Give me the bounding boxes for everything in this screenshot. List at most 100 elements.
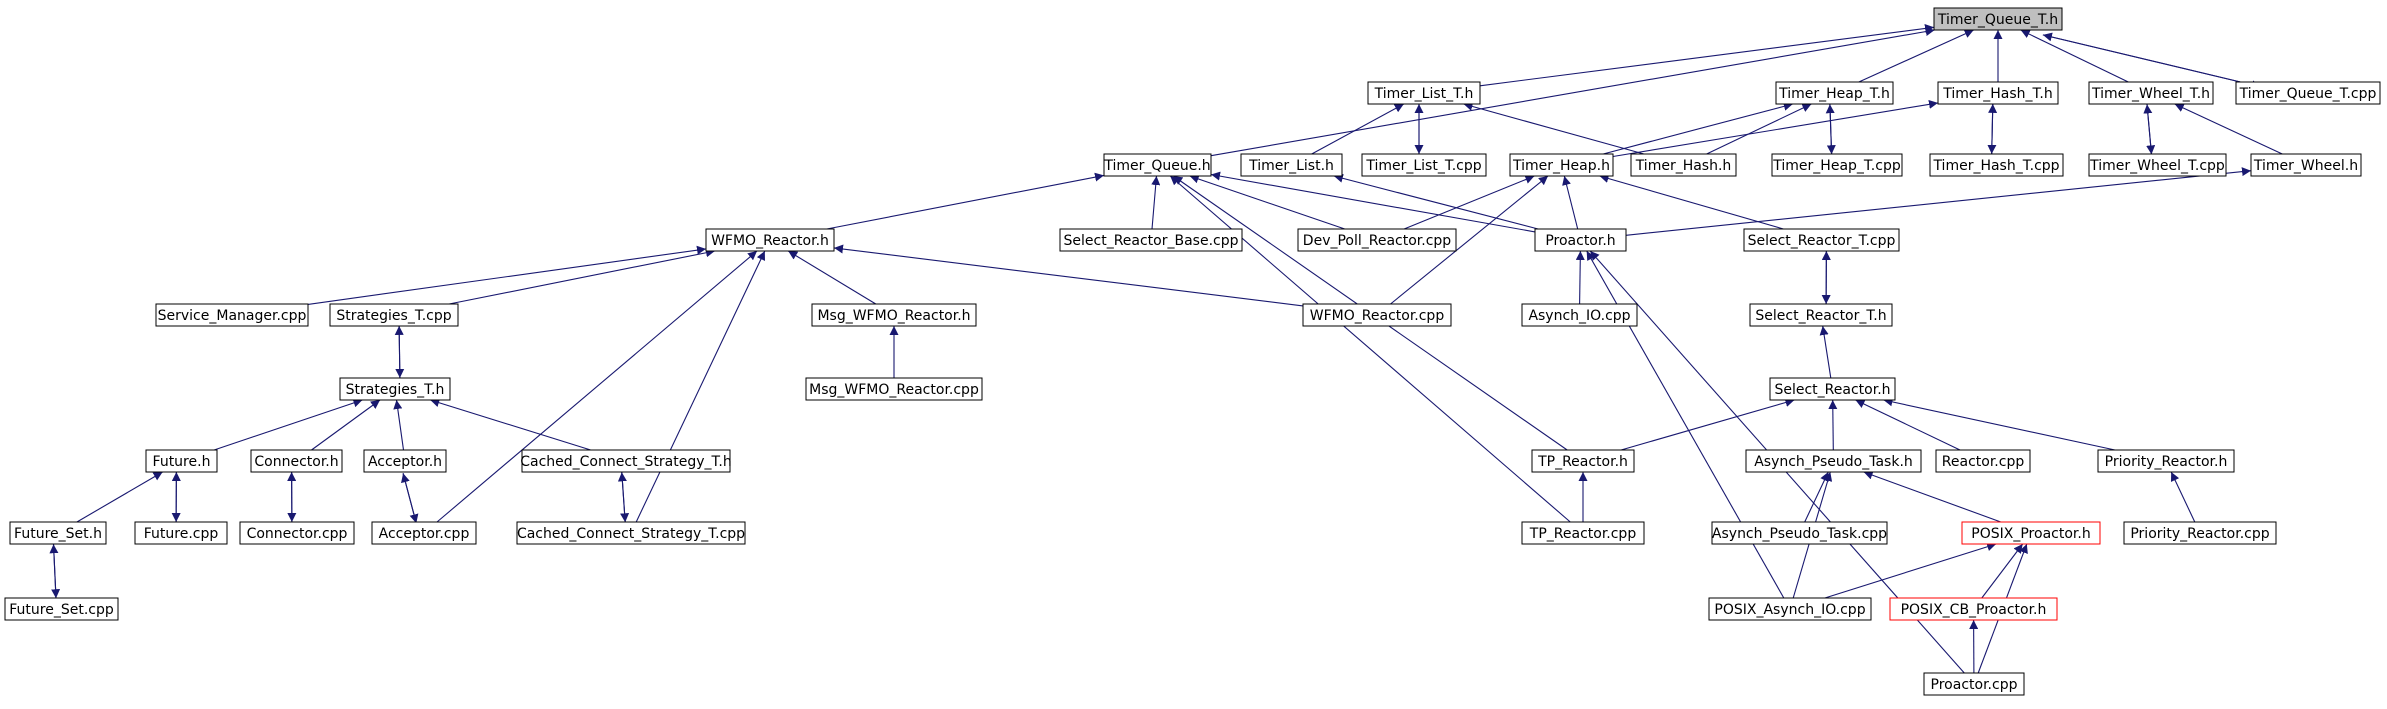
node-timer-queue-h[interactable]: Timer_Queue.h <box>1103 153 1212 177</box>
node-posix-proactor-h[interactable]: POSIX_Proactor.h <box>1961 521 2101 545</box>
node-proactor-cpp[interactable]: Proactor.cpp <box>1923 672 2025 696</box>
node-label: Proactor.cpp <box>1931 677 2018 693</box>
node-label: Msg_WFMO_Reactor.h <box>817 308 970 324</box>
node-cached-connect-strategy-t-cpp[interactable]: Cached_Connect_Strategy_T.cpp <box>516 521 746 545</box>
node-box <box>1367 81 1481 105</box>
node-label: Select_Reactor_T.cpp <box>1748 233 1896 249</box>
node-box <box>1059 228 1243 252</box>
node-label: Timer_List_T.h <box>1374 86 1474 102</box>
node-asynch-pseudo-task-h[interactable]: Asynch_Pseudo_Task.h <box>1745 449 1922 473</box>
node-dev-poll-reactor-cpp[interactable]: Dev_Poll_Reactor.cpp <box>1297 228 1457 252</box>
node-timer-hash-t-h[interactable]: Timer_Hash_T.h <box>1937 81 2059 105</box>
edge-timer_heap_t_h-to-timer_queue_t_h <box>1858 29 1974 83</box>
node-select-reactor-t-h[interactable]: Select_Reactor_T.h <box>1749 303 1893 327</box>
node-future-set-h[interactable]: Future_Set.h <box>9 521 107 545</box>
node-box <box>363 449 447 473</box>
edge-timer_list_h-to-timer_list_t_h <box>1311 103 1405 155</box>
node-box <box>521 449 731 473</box>
node-timer-list-h[interactable]: Timer_List.h <box>1240 153 1343 177</box>
node-label: Future_Set.h <box>14 526 102 542</box>
edge-select_reactor_base_cpp-to-timer_queue_h <box>1151 175 1161 230</box>
node-box <box>1521 521 1645 545</box>
edge-timer_hash_t_h-to-timer_hash_t_cpp <box>1987 103 1997 154</box>
node-posix-cb-proactor-h[interactable]: POSIX_CB_Proactor.h <box>1889 597 2058 621</box>
node-proactor-h[interactable]: Proactor.h <box>1534 228 1627 252</box>
node-reactor-cpp[interactable]: Reactor.cpp <box>1935 449 2031 473</box>
edge-layer <box>49 23 2283 674</box>
node-box <box>1361 153 1487 177</box>
node-label: Asynch_IO.cpp <box>1528 308 1630 324</box>
node-box <box>339 377 451 401</box>
node-timer-list-t-h[interactable]: Timer_List_T.h <box>1367 81 1481 105</box>
node-acceptor-h[interactable]: Acceptor.h <box>363 449 447 473</box>
node-box <box>1711 521 1888 545</box>
edge-cached_connect_strategy_t_h-to-strategies_t_h <box>430 398 591 451</box>
node-box <box>239 521 355 545</box>
node-box <box>516 521 746 545</box>
node-label: POSIX_Proactor.h <box>1971 526 2090 542</box>
edge-service_manager_cpp-to-wfmo_reactor_h <box>307 245 707 305</box>
node-asynch-io-cpp[interactable]: Asynch_IO.cpp <box>1521 303 1638 327</box>
node-box <box>1103 153 1212 177</box>
node-timer-hash-t-cpp[interactable]: Timer_Hash_T.cpp <box>1929 153 2064 177</box>
node-timer-hash-h[interactable]: Timer_Hash.h <box>1630 153 1737 177</box>
node-label: Connector.h <box>254 454 338 470</box>
edge-select_reactor_t_cpp-to-timer_heap_h <box>1599 174 1784 230</box>
node-label: WFMO_Reactor.h <box>711 233 829 249</box>
node-label: Connector.cpp <box>247 526 348 542</box>
node-timer-queue-t-cpp[interactable]: Timer_Queue_T.cpp <box>2235 81 2381 105</box>
node-service-manager-cpp[interactable]: Service_Manager.cpp <box>155 303 309 327</box>
edge-wfmo_reactor_cpp-to-wfmo_reactor_h <box>833 244 1304 307</box>
node-box <box>1889 597 2058 621</box>
node-asynch-pseudo-task-cpp[interactable]: Asynch_Pseudo_Task.cpp <box>1711 521 1888 545</box>
edge-future_set_h-to-future_set_cpp <box>51 544 61 599</box>
edge-reactor_cpp-to-select_reactor_h <box>1855 399 1961 451</box>
node-future-set-cpp[interactable]: Future_Set.cpp <box>4 597 119 621</box>
node-label: Asynch_Pseudo_Task.cpp <box>1712 526 1887 542</box>
node-timer-list-t-cpp[interactable]: Timer_List_T.cpp <box>1361 153 1487 177</box>
node-timer-heap-t-cpp[interactable]: Timer_Heap_T.cpp <box>1771 153 1903 177</box>
node-label: Timer_Wheel.h <box>2253 158 2358 174</box>
node-timer-wheel-t-h[interactable]: Timer_Wheel_T.h <box>2088 81 2214 105</box>
node-connector-h[interactable]: Connector.h <box>250 449 343 473</box>
node-timer-wheel-t-cpp[interactable]: Timer_Wheel_T.cpp <box>2088 153 2227 177</box>
node-box <box>2250 153 2362 177</box>
node-select-reactor-base-cpp[interactable]: Select_Reactor_Base.cpp <box>1059 228 1243 252</box>
edge-acceptor_cpp-to-wfmo_reactor_h <box>436 250 758 523</box>
node-priority-reactor-h[interactable]: Priority_Reactor.h <box>2097 449 2235 473</box>
node-label: POSIX_CB_Proactor.h <box>1901 602 2047 618</box>
node-strategies-t-h[interactable]: Strategies_T.h <box>339 377 451 401</box>
node-label: Timer_Queue_T.cpp <box>2239 86 2377 102</box>
edge-asynch_io_cpp-to-proactor_h <box>1575 250 1585 305</box>
node-tp-reactor-cpp[interactable]: TP_Reactor.cpp <box>1521 521 1645 545</box>
node-label: Timer_Hash_T.h <box>1942 86 2053 102</box>
node-select-reactor-t-cpp[interactable]: Select_Reactor_T.cpp <box>1743 228 1900 252</box>
node-box <box>2123 521 2277 545</box>
node-timer-queue-t-h[interactable]: Timer_Queue_T.h <box>1933 7 2063 31</box>
node-box <box>1961 521 2101 545</box>
node-tp-reactor-h[interactable]: TP_Reactor.h <box>1531 449 1635 473</box>
node-box <box>1769 377 1896 401</box>
node-posix-asynch-io-cpp[interactable]: POSIX_Asynch_IO.cpp <box>1708 597 1872 621</box>
node-box <box>1923 672 2025 696</box>
node-future-cpp[interactable]: Future.cpp <box>134 521 228 545</box>
node-msg-wfmo-reactor-cpp[interactable]: Msg_WFMO_Reactor.cpp <box>805 377 983 401</box>
node-connector-cpp[interactable]: Connector.cpp <box>239 521 355 545</box>
node-strategies-t-cpp[interactable]: Strategies_T.cpp <box>329 303 459 327</box>
edge-cached_connect_strategy_t_cpp-to-wfmo_reactor_h <box>635 250 766 523</box>
node-msg-wfmo-reactor-h[interactable]: Msg_WFMO_Reactor.h <box>811 303 977 327</box>
node-acceptor-cpp[interactable]: Acceptor.cpp <box>371 521 477 545</box>
node-priority-reactor-cpp[interactable]: Priority_Reactor.cpp <box>2123 521 2277 545</box>
node-select-reactor-h[interactable]: Select_Reactor.h <box>1769 377 1896 401</box>
node-wfmo-reactor-h[interactable]: WFMO_Reactor.h <box>705 228 835 252</box>
node-box <box>145 449 218 473</box>
node-cached-connect-strategy-t-h[interactable]: Cached_Connect_Strategy_T.h <box>520 449 732 473</box>
node-future-h[interactable]: Future.h <box>145 449 218 473</box>
node-timer-heap-t-h[interactable]: Timer_Heap_T.h <box>1775 81 1894 105</box>
edge-proactor_h-to-timer_wheel_h <box>1625 167 2252 236</box>
node-timer-wheel-h[interactable]: Timer_Wheel.h <box>2250 153 2362 177</box>
node-timer-heap-h[interactable]: Timer_Heap.h <box>1509 153 1614 177</box>
node-box <box>1509 153 1614 177</box>
node-wfmo-reactor-cpp[interactable]: WFMO_Reactor.cpp <box>1302 303 1452 327</box>
node-box <box>705 228 835 252</box>
